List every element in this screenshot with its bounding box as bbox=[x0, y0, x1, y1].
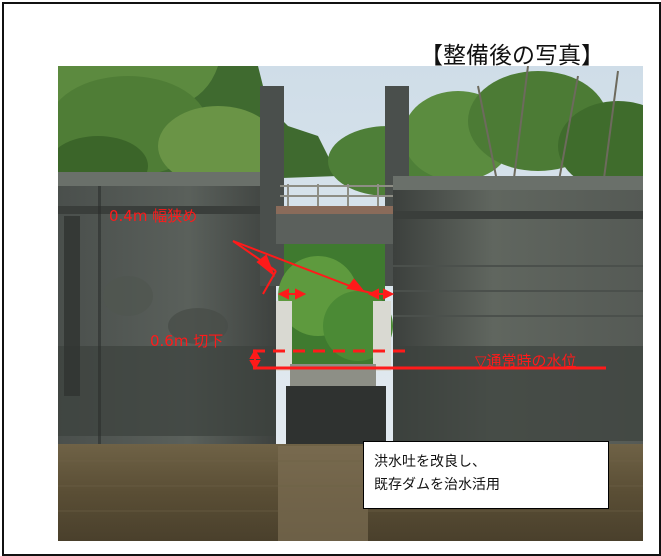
note-box: 洪水吐を改良し、 既存ダムを治水活用 bbox=[363, 441, 609, 509]
note-line-2: 既存ダムを治水活用 bbox=[374, 477, 500, 493]
annotation-cut-down: 0.6m 切下 bbox=[150, 332, 224, 350]
annotation-normal-water-level: ▽通常時の水位 bbox=[475, 352, 577, 370]
annotation-width-narrowing: 0.4m 幅狭め bbox=[109, 207, 198, 225]
figure-title: 【整備後の写真】 bbox=[420, 43, 604, 69]
note-line-1: 洪水吐を改良し、 bbox=[374, 454, 486, 470]
dam-photo bbox=[58, 66, 643, 541]
